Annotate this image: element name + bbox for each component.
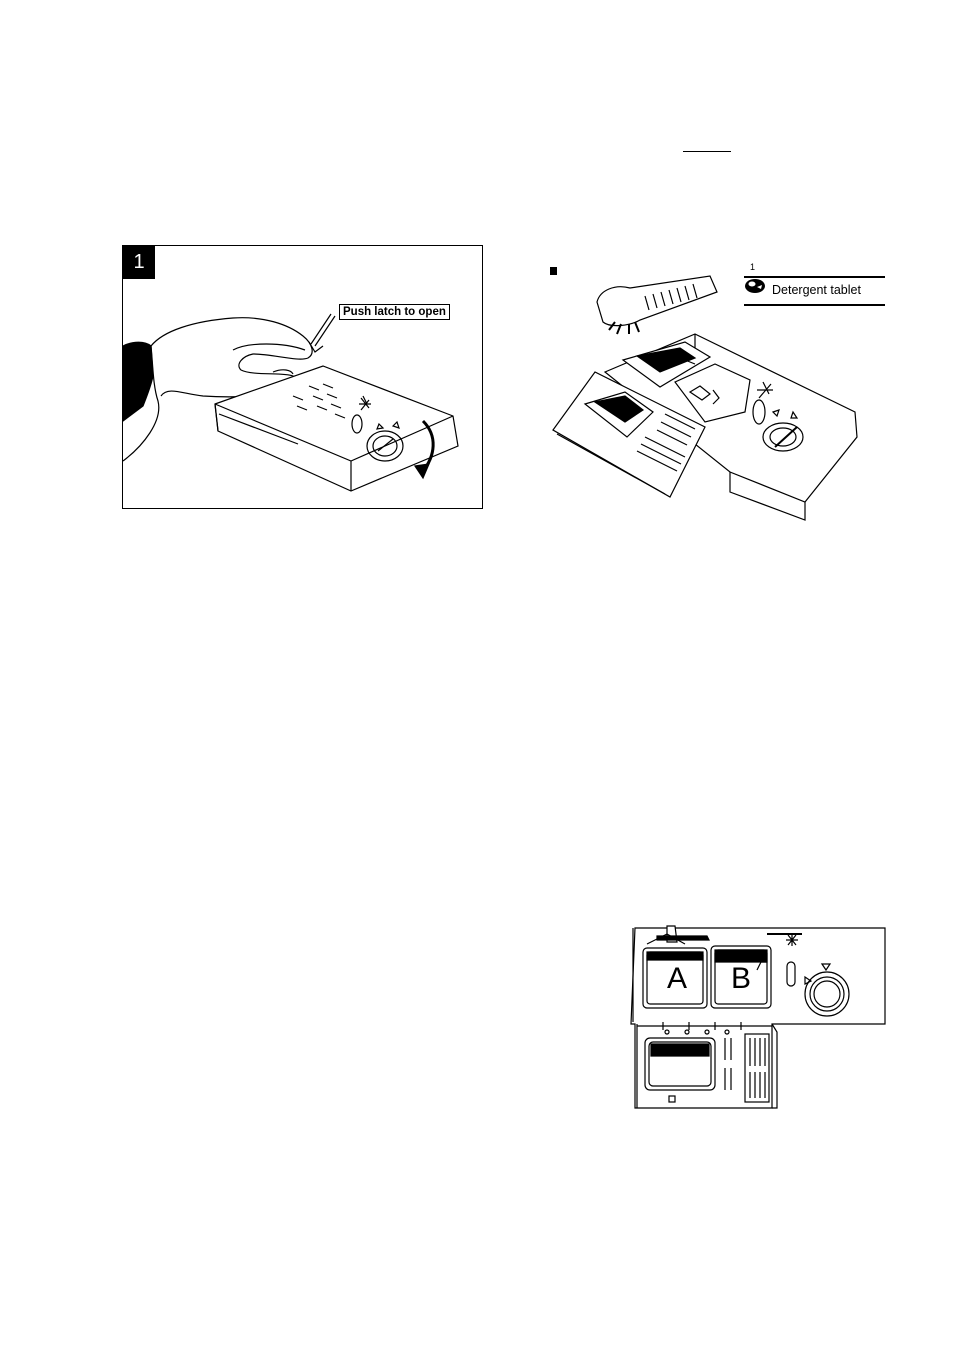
push-latch-callout: Push latch to open	[339, 304, 450, 320]
legend-label: Detergent tablet	[772, 282, 861, 298]
compartment-b-label: B	[731, 964, 751, 994]
step-number: 1	[750, 262, 755, 272]
dispenser-front-illustration	[627, 922, 889, 1112]
figure-detergent-tablet: 1 Detergent tablet	[545, 262, 890, 522]
dispenser-hand-illustration	[123, 246, 484, 510]
compartment-a-label: A	[667, 964, 687, 994]
figure-number-badge: 1	[123, 246, 155, 279]
detergent-tablet-icon	[744, 278, 766, 294]
figure-compartments: A B	[627, 922, 889, 1112]
detergent-tablet-legend: Detergent tablet	[744, 276, 885, 306]
figure-push-latch: 1 Push latch to open	[122, 245, 483, 509]
section-marker	[550, 267, 557, 275]
underline-mark	[683, 151, 731, 152]
